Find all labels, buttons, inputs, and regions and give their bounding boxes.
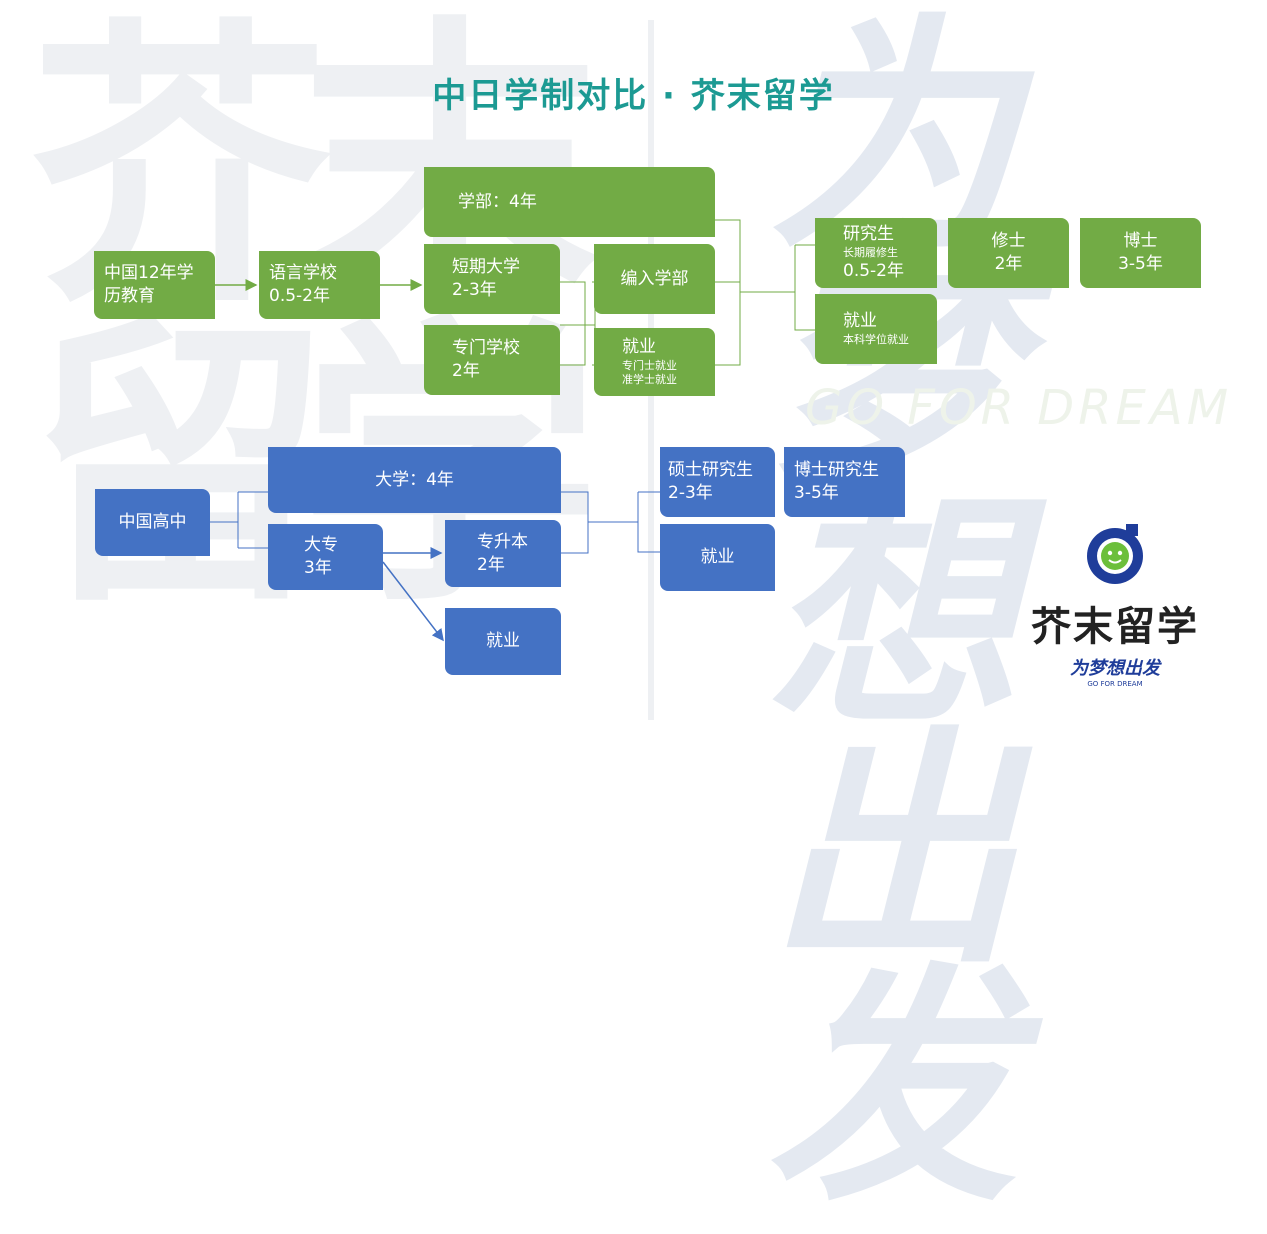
china-master-box: 硕士研究生 2-3年 — [660, 447, 775, 517]
arrow-college-job — [382, 561, 444, 642]
china-univ-box: 大学：4年 — [268, 447, 561, 513]
transfer-label: 编入学部 — [620, 268, 689, 289]
cn-doctor-line2: 3-5年 — [794, 483, 839, 503]
doctor-jp-box: 博士 3-5年 — [1080, 218, 1201, 288]
upgrade-line1: 专升本 — [477, 531, 528, 552]
master-jp-line2: 2年 — [994, 254, 1023, 274]
undergrad-box: 学部：4年 — [424, 167, 715, 237]
japan-hs-line1: 中国12年学 — [104, 263, 194, 284]
connector-lines — [210, 219, 815, 642]
junior-line2: 2-3年 — [452, 280, 497, 300]
china-univ-label: 大学：4年 — [375, 469, 454, 490]
research-line2: 长期履修生 — [843, 245, 898, 259]
job2-line2: 本科学位就业 — [843, 333, 909, 347]
job3-label: 就业 — [486, 631, 520, 652]
china-doctor-box: 博士研究生 3-5年 — [784, 447, 905, 517]
junior-college-box: 短期大学 2-3年 — [424, 244, 560, 314]
bracket-china-univ — [561, 491, 660, 554]
job1-line2: 专门士就业 — [622, 359, 677, 373]
watermark-go-for-dream: GO FOR DREAM — [805, 380, 1233, 436]
job1-box: 就业 专门士就业 准学士就业 — [594, 328, 715, 396]
job4-label: 就业 — [700, 547, 735, 568]
master-jp-box: 修士 2年 — [948, 218, 1069, 288]
bracket-univ — [715, 219, 815, 366]
cn-master-line2: 2-3年 — [668, 483, 713, 503]
china-college-box: 大专 3年 — [268, 524, 383, 590]
language-school-box: 语言学校 0.5-2年 — [259, 251, 380, 319]
vocational-line1: 专门学校 — [452, 338, 520, 359]
job2-box: 就业 本科学位就业 — [815, 294, 937, 364]
logo-face-icon — [1087, 524, 1143, 584]
japan-hs-line2: 历教育 — [104, 286, 155, 306]
doctor-jp-line1: 博士 — [1123, 231, 1158, 252]
china-hs-box: 中国高中 — [95, 489, 210, 556]
upgrade-box: 专升本 2年 — [445, 520, 561, 587]
research-line3: 0.5-2年 — [843, 261, 904, 282]
brand-logo: 芥末留学 为梦想出发 GO FOR DREAM — [1020, 520, 1210, 688]
upgrade-line2: 2年 — [477, 554, 505, 575]
job2-line1: 就业 — [843, 311, 877, 332]
lang-line1: 语言学校 — [269, 263, 337, 284]
bracket-junior — [560, 281, 596, 366]
undergrad-label: 学部：4年 — [458, 191, 537, 212]
college-line2: 3年 — [304, 558, 332, 578]
logo-sub: GO FOR DREAM — [1087, 680, 1143, 688]
job1-line1: 就业 — [622, 337, 656, 358]
cn-doctor-line1: 博士研究生 — [794, 460, 879, 481]
transfer-box: 编入学部 — [594, 244, 715, 314]
junior-line1: 短期大学 — [452, 257, 520, 278]
logo-slogan: 为梦想出发 — [1070, 658, 1160, 679]
page-title: 中日学制对比 · 芥末留学 — [432, 76, 835, 116]
japan-china-12yr-box: 中国12年学 历教育 — [94, 251, 215, 319]
job1-line3: 准学士就业 — [622, 373, 677, 387]
bracket-china-hs — [210, 491, 268, 549]
china-hs-label: 中国高中 — [118, 512, 187, 533]
doctor-jp-line2: 3-5年 — [1118, 254, 1163, 274]
research-student-box: 研究生 长期履修生 0.5-2年 — [815, 218, 937, 288]
china-job3-box: 就业 — [445, 608, 561, 675]
cn-master-line1: 硕士研究生 — [668, 460, 753, 481]
college-line1: 大专 — [304, 535, 338, 556]
china-job4-box: 就业 — [660, 524, 775, 591]
research-line1: 研究生 — [843, 223, 894, 244]
lang-line2: 0.5-2年 — [269, 286, 330, 306]
vocational-school-box: 专门学校 2年 — [424, 325, 560, 395]
master-jp-line1: 修士 — [991, 231, 1026, 252]
logo-name: 芥末留学 — [1031, 604, 1199, 650]
vocational-line2: 2年 — [452, 361, 480, 381]
